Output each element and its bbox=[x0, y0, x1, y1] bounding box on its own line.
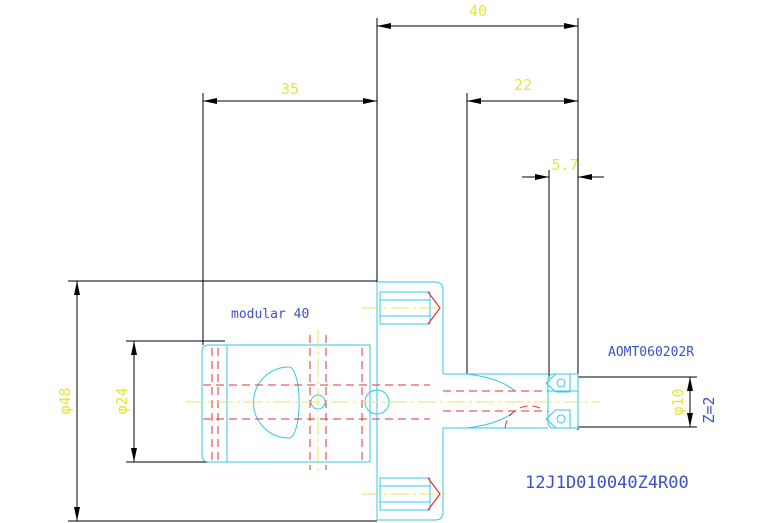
dim-cut-diameter: φ10 bbox=[669, 388, 687, 415]
teeth-count: Z=2 bbox=[700, 396, 718, 423]
part-number-label: 12J1D010040Z4R00 bbox=[525, 473, 689, 493]
dim-outer-diameter: φ48 bbox=[56, 387, 74, 414]
insert-code-label: AOMT060202R bbox=[608, 345, 694, 360]
dim-insert-width: 5.7 bbox=[551, 156, 578, 174]
thread-marks bbox=[427, 291, 441, 511]
dim-overall-length: 40 bbox=[469, 2, 487, 20]
dim-bore-diameter: φ24 bbox=[113, 387, 131, 414]
dim-holder-length: 35 bbox=[281, 80, 299, 98]
centerlines bbox=[186, 307, 600, 495]
dim-insert-reach: 22 bbox=[514, 76, 532, 94]
coupling-label: modular 40 bbox=[231, 307, 309, 322]
dimension-lines bbox=[68, 18, 697, 522]
arrowheads bbox=[74, 23, 693, 521]
